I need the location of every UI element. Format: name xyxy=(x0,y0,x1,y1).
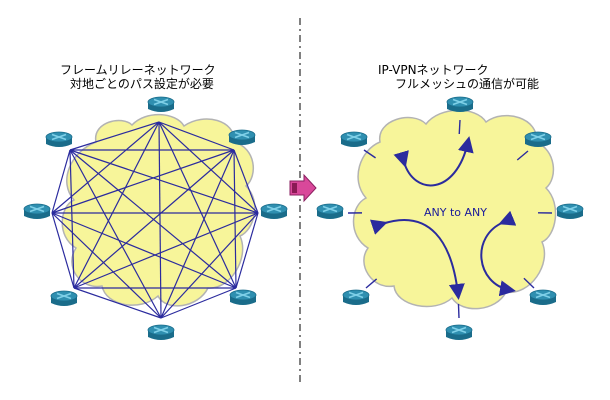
access-line xyxy=(457,303,460,319)
left-title-line2: 対地ごとのパス設定が必要 xyxy=(70,76,214,91)
mesh-line xyxy=(233,149,259,214)
mesh-line xyxy=(51,212,75,289)
right-title-line1: IP-VPNネットワーク xyxy=(378,63,489,77)
right-title-line2: フルメッシュの通信が可能 xyxy=(395,76,539,91)
router-icon xyxy=(529,289,557,305)
mesh-line xyxy=(158,121,259,214)
access-line xyxy=(523,277,535,289)
router-icon xyxy=(260,203,288,219)
mesh-line xyxy=(69,149,75,289)
traffic-arrow-top xyxy=(393,136,474,187)
mesh-line xyxy=(69,149,259,214)
traffic-arrow-left xyxy=(369,219,465,300)
mesh-line xyxy=(73,212,259,289)
mesh-line xyxy=(235,212,259,289)
left-full-mesh-lines xyxy=(51,121,259,319)
router-icon xyxy=(228,129,256,145)
router-icon xyxy=(445,324,473,340)
mesh-line xyxy=(73,287,162,319)
mesh-line xyxy=(158,121,235,151)
router-icon xyxy=(316,203,344,219)
router-icon xyxy=(342,289,370,305)
router-icon xyxy=(524,131,552,147)
router-icon xyxy=(147,96,175,112)
left-routers xyxy=(23,96,288,340)
mesh-line xyxy=(51,121,160,214)
mesh-line xyxy=(73,149,235,289)
router-icon xyxy=(23,203,51,219)
access-line xyxy=(458,119,461,135)
mesh-line xyxy=(51,149,235,214)
router-icon xyxy=(446,96,474,112)
mesh-line xyxy=(69,121,160,151)
left-network-cloud xyxy=(61,113,256,307)
mesh-line xyxy=(160,149,235,319)
mesh-line xyxy=(160,287,237,319)
router-icon xyxy=(45,131,73,147)
right-arrow-icon xyxy=(289,173,317,203)
left-title-line1: フレームリレーネットワーク xyxy=(60,63,216,77)
router-icon xyxy=(229,289,257,305)
router-icon xyxy=(340,131,368,147)
access-line xyxy=(365,278,378,289)
router-icon xyxy=(556,203,584,219)
access-line xyxy=(516,150,529,161)
mesh-line xyxy=(51,149,71,214)
router-icon xyxy=(147,324,175,340)
router-icon xyxy=(50,290,78,306)
mesh-line xyxy=(51,212,162,319)
access-line xyxy=(363,149,376,159)
mesh-line xyxy=(69,149,237,289)
mesh-line xyxy=(158,121,162,319)
mesh-line xyxy=(69,149,162,319)
mesh-line xyxy=(51,212,237,289)
right-routers xyxy=(316,96,584,340)
traffic-arrow-right xyxy=(480,210,517,297)
mesh-line xyxy=(233,149,237,289)
any-to-any-label: ANY to ANY xyxy=(424,206,487,219)
